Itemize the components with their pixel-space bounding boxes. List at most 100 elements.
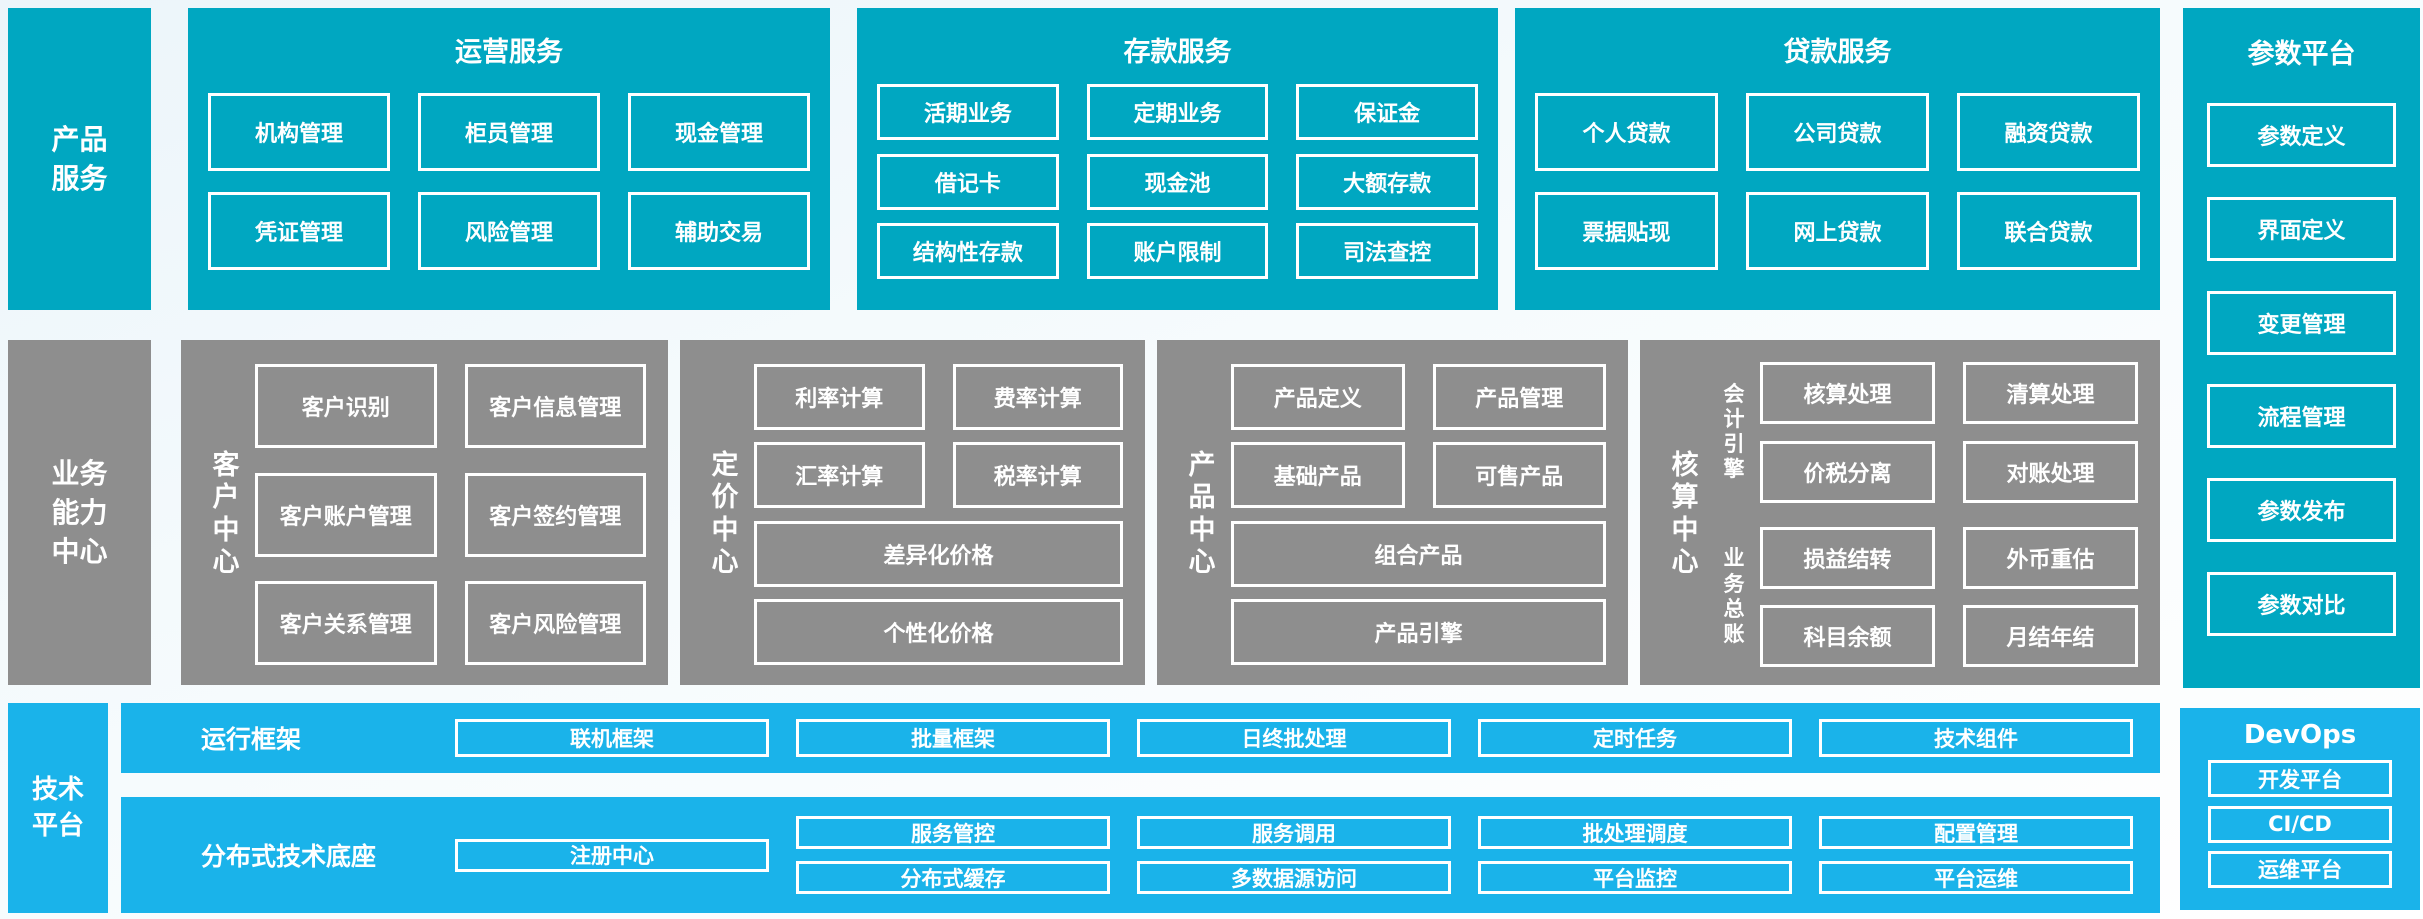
module-box: 客户关系管理: [255, 581, 437, 665]
business-ledger-label: 业 务 总 账: [1723, 546, 1745, 646]
module-box: 利率计算: [754, 364, 925, 430]
module-box: 机构管理: [208, 92, 390, 171]
accounting-engine-boxes: 核算处理清算处理价税分离对账处理: [1760, 362, 2138, 503]
module-box: 运维平台: [2208, 850, 2392, 888]
module-box: 价税分离: [1760, 440, 1935, 503]
accounting-engine-group: 会 计 引 擎 核算处理清算处理价税分离对账处理: [1714, 362, 2138, 503]
module-box: 开发平台: [2208, 760, 2392, 798]
module-box: 平台监控: [1478, 861, 1792, 894]
module-box: 定期业务: [1086, 84, 1269, 141]
panel-deposit-services: 存款服务 活期业务定期业务保证金借记卡现金池大额存款结构性存款账户限制司法查控: [857, 8, 1498, 310]
panel-accounting-center: 核 算 中 心 会 计 引 擎 核算处理清算处理价税分离对账处理 业 务 总 账…: [1640, 340, 2160, 685]
module-box: 网上贷款: [1746, 192, 1929, 271]
module-box: 清算处理: [1963, 362, 2138, 424]
module-box: 客户账户管理: [255, 472, 437, 557]
box-row: 机构管理柜员管理现金管理: [208, 92, 810, 171]
module-box: 个性化价格: [754, 598, 1123, 665]
module-box: 客户识别: [255, 364, 437, 448]
module-box: 司法查控: [1296, 222, 1479, 279]
runtime-framework-label: 运行框架: [201, 725, 302, 754]
panel-deposit-services-title: 存款服务: [1123, 37, 1232, 68]
product-center-boxes: 产品定义产品管理基础产品可售产品组合产品产品引擎: [1231, 358, 1606, 671]
sidebar-product-services-label: 产品 服务: [51, 122, 108, 195]
business-ledger-boxes: 损益结转外币重估科目余额月结年结: [1760, 526, 2138, 667]
panel-loan-services-boxes: 个人贷款公司贷款融资贷款票据贴现网上贷款联合贷款: [1535, 71, 2140, 292]
module-box: 界面定义: [2207, 196, 2396, 261]
panel-product-center: 产 品 中 心 产品定义产品管理基础产品可售产品组合产品产品引擎: [1157, 340, 1628, 685]
module-box: 风险管理: [418, 192, 600, 271]
product-center-label: 产 品 中 心: [1188, 449, 1216, 578]
module-box: 现金管理: [628, 92, 810, 171]
module-box: 对账处理: [1963, 440, 2138, 503]
box-row: 个性化价格: [754, 598, 1123, 665]
panel-operations-services: 运营服务 机构管理柜员管理现金管理凭证管理风险管理辅助交易: [188, 8, 830, 310]
module-box: 月结年结: [1963, 605, 2138, 667]
panel-devops-title: DevOps: [2243, 720, 2357, 750]
module-box: 外币重估: [1963, 526, 2138, 589]
box-row: 损益结转外币重估: [1760, 526, 2138, 589]
module-box: 活期业务: [877, 84, 1059, 141]
panel-devops-boxes: 开发平台 CI/CD 运维平台: [2208, 752, 2392, 896]
module-box: 流程管理: [2207, 384, 2396, 449]
box-row: 差异化价格: [754, 520, 1123, 587]
box-row: 产品定义产品管理: [1231, 364, 1606, 430]
customer-center-label: 客 户 中 心: [212, 449, 240, 578]
module-box: 税率计算: [952, 442, 1123, 509]
module-box: 结构性存款: [877, 222, 1059, 279]
module-box: 客户风险管理: [464, 581, 646, 665]
module-box: 公司贷款: [1746, 92, 1929, 171]
box-row: 分布式缓存多数据源访问平台监控平台运维: [796, 861, 2133, 894]
module-box: 汇率计算: [754, 442, 925, 509]
module-box: 日终批处理: [1137, 719, 1451, 757]
panel-parameter-platform-title: 参数平台: [2247, 39, 2356, 70]
sidebar-business-capability-center: 业务 能力 中心: [8, 340, 151, 685]
registry-center-box: 注册中心: [455, 838, 769, 872]
panel-loan-services-title: 贷款服务: [1783, 37, 1892, 68]
module-box: 批处理调度: [1478, 816, 1792, 849]
box-row: 核算处理清算处理: [1760, 362, 2138, 424]
box-row: 汇率计算税率计算: [754, 442, 1123, 509]
module-box: 组合产品: [1231, 520, 1606, 587]
module-box: 产品定义: [1231, 364, 1405, 430]
module-box: 柜员管理: [418, 92, 600, 171]
module-box: 基础产品: [1231, 442, 1405, 509]
module-box: 批量框架: [796, 719, 1110, 757]
panel-customer-center: 客 户 中 心 客户识别客户信息管理客户账户管理客户签约管理客户关系管理客户风险…: [181, 340, 668, 685]
sidebar-business-capability-center-label: 业务 能力 中心: [51, 456, 108, 569]
sidebar-technology-platform-label: 技术 平台: [31, 774, 84, 841]
pricing-center-label: 定 价 中 心: [711, 449, 739, 578]
distributed-base-boxes: 服务管控服务调用批处理调度配置管理分布式缓存多数据源访问平台监控平台运维: [796, 816, 2133, 894]
panel-operations-services-title: 运营服务: [455, 37, 563, 68]
box-row: 科目余额月结年结: [1760, 605, 2138, 667]
module-box: 平台运维: [1819, 861, 2133, 894]
distributed-base-content: 注册中心 服务管控服务调用批处理调度配置管理分布式缓存多数据源访问平台监控平台运…: [455, 816, 2133, 894]
sidebar-product-services: 产品 服务: [8, 8, 151, 310]
box-row: 结构性存款账户限制司法查控: [877, 222, 1479, 279]
box-row: 客户账户管理客户签约管理: [255, 472, 646, 557]
sidebar-technology-platform: 技术 平台: [8, 703, 108, 913]
module-box: 参数发布: [2207, 478, 2396, 543]
box-row: 票据贴现网上贷款联合贷款: [1535, 192, 2140, 271]
runtime-framework-boxes: 联机框架批量框架日终批处理定时任务技术组件: [455, 719, 2133, 757]
module-box: 票据贴现: [1535, 192, 1718, 271]
module-box: 产品管理: [1432, 364, 1606, 430]
box-row: 客户识别客户信息管理: [255, 364, 646, 448]
module-box: 大额存款: [1296, 153, 1479, 210]
box-row: 价税分离对账处理: [1760, 440, 2138, 503]
module-box: 配置管理: [1819, 816, 2133, 849]
pricing-center-boxes: 利率计算费率计算汇率计算税率计算差异化价格个性化价格: [754, 358, 1123, 671]
module-box: 产品引擎: [1231, 598, 1606, 665]
panel-deposit-services-boxes: 活期业务定期业务保证金借记卡现金池大额存款结构性存款账户限制司法查控: [877, 71, 1479, 292]
box-row: 组合产品: [1231, 520, 1606, 587]
module-box: 定时任务: [1478, 719, 1792, 757]
accounting-engine-label: 会 计 引 擎: [1723, 381, 1745, 482]
module-box: 融资贷款: [1957, 92, 2140, 171]
accounting-center-groups: 会 计 引 擎 核算处理清算处理价税分离对账处理 业 务 总 账 损益结转外币重…: [1714, 358, 2138, 671]
business-ledger-group: 业 务 总 账 损益结转外币重估科目余额月结年结: [1714, 526, 2138, 667]
panel-operations-services-boxes: 机构管理柜员管理现金管理凭证管理风险管理辅助交易: [208, 71, 810, 292]
band-runtime-framework: 运行框架 联机框架批量框架日终批处理定时任务技术组件: [121, 703, 2160, 773]
module-box: 技术组件: [1819, 719, 2133, 757]
module-box: CI/CD: [2208, 805, 2392, 843]
box-row: 客户关系管理客户风险管理: [255, 581, 646, 665]
